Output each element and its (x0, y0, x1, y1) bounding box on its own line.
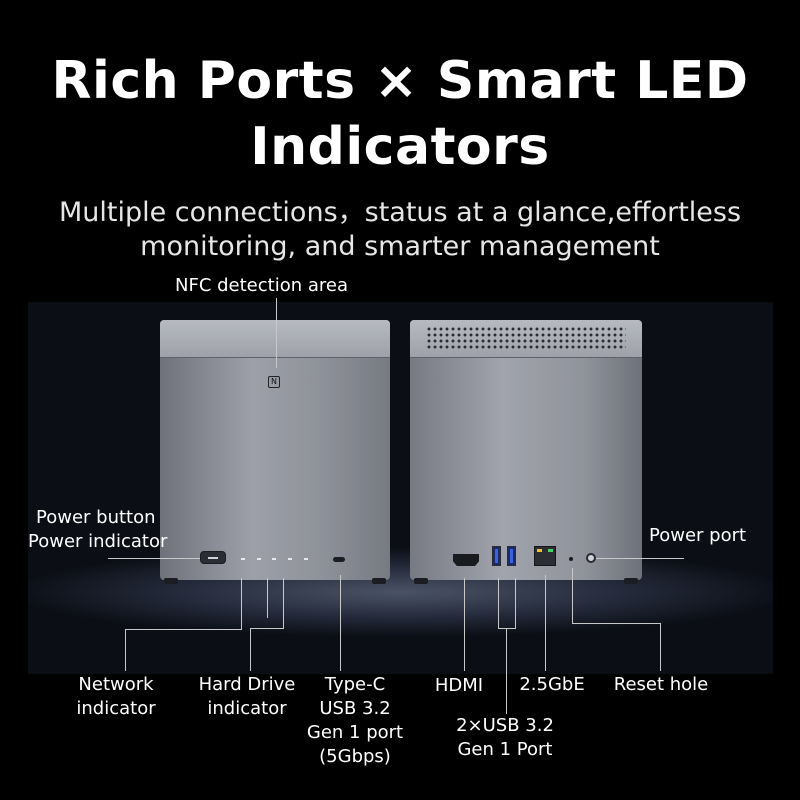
nas-front-lid (160, 320, 390, 358)
network-led (241, 558, 245, 560)
hard-drive-indicator-label: Hard Drive indicator (198, 674, 296, 719)
power-port-leader (596, 558, 684, 559)
type-c-label: Type-C USB 3.2 Gen 1 port (5Gbps) (306, 674, 404, 767)
hdd-leader-v2 (283, 578, 284, 628)
usb-leader-h (498, 628, 516, 629)
reset-leader-v (572, 568, 573, 624)
product-stage (28, 302, 773, 674)
foot-left (414, 578, 428, 584)
power-button (200, 551, 226, 564)
network-leader-h (125, 629, 242, 630)
hdd-led-2 (272, 558, 276, 560)
nas-front-view (160, 320, 390, 584)
hdd-led-3 (288, 558, 292, 560)
hdd-leader-v1 (267, 578, 268, 618)
hdmi-leader (464, 578, 465, 671)
lan-label: 2.5GbE (519, 674, 585, 695)
network-leader-drop (125, 629, 126, 671)
reset-leader-drop (660, 623, 661, 671)
usb-label: 2×USB 3.2 Gen 1 Port (456, 715, 554, 760)
lan-leader (545, 575, 546, 671)
usb-leader-v1 (498, 578, 499, 628)
hdd-leader-drop (250, 628, 251, 671)
power-port-label: Power port (649, 525, 747, 546)
usb-port-2 (507, 546, 516, 566)
ethernet-port (534, 546, 556, 566)
reset-hole (569, 557, 573, 561)
vent-grille (426, 326, 626, 350)
hdmi-port (453, 554, 479, 566)
hdd-led-1 (257, 558, 261, 560)
usb-leader-drop (506, 628, 507, 714)
nfc-label: NFC detection area (175, 275, 348, 296)
hdd-led-4 (304, 558, 308, 560)
usb-port-1 (492, 546, 501, 566)
power-port (586, 553, 596, 563)
foot-right (372, 578, 386, 584)
nfc-leader (276, 298, 277, 368)
typec-leader (340, 575, 341, 671)
foot-right (624, 578, 638, 584)
foot-left (164, 578, 178, 584)
hdd-leader-h (250, 628, 284, 629)
power-button-label: Power button (36, 507, 156, 528)
reset-leader-h (572, 623, 661, 624)
nfc-icon: N (268, 376, 280, 388)
page-subtitle: Multiple connections，status at a glance,… (58, 197, 742, 262)
page-title: Rich Ports × Smart LED Indicators (51, 51, 749, 177)
usb-leader-v2 (515, 578, 516, 628)
network-indicator-label: Network indicator (76, 674, 156, 719)
power-indicator-label: Power indicator (28, 531, 168, 552)
network-leader-v (241, 578, 242, 630)
hdmi-label: HDMI (434, 675, 484, 696)
nas-rear-lid (410, 320, 642, 358)
type-c-port (333, 557, 345, 562)
power-leader (108, 558, 200, 559)
nas-rear-view (410, 320, 642, 584)
reset-hole-label: Reset hole (613, 674, 709, 695)
